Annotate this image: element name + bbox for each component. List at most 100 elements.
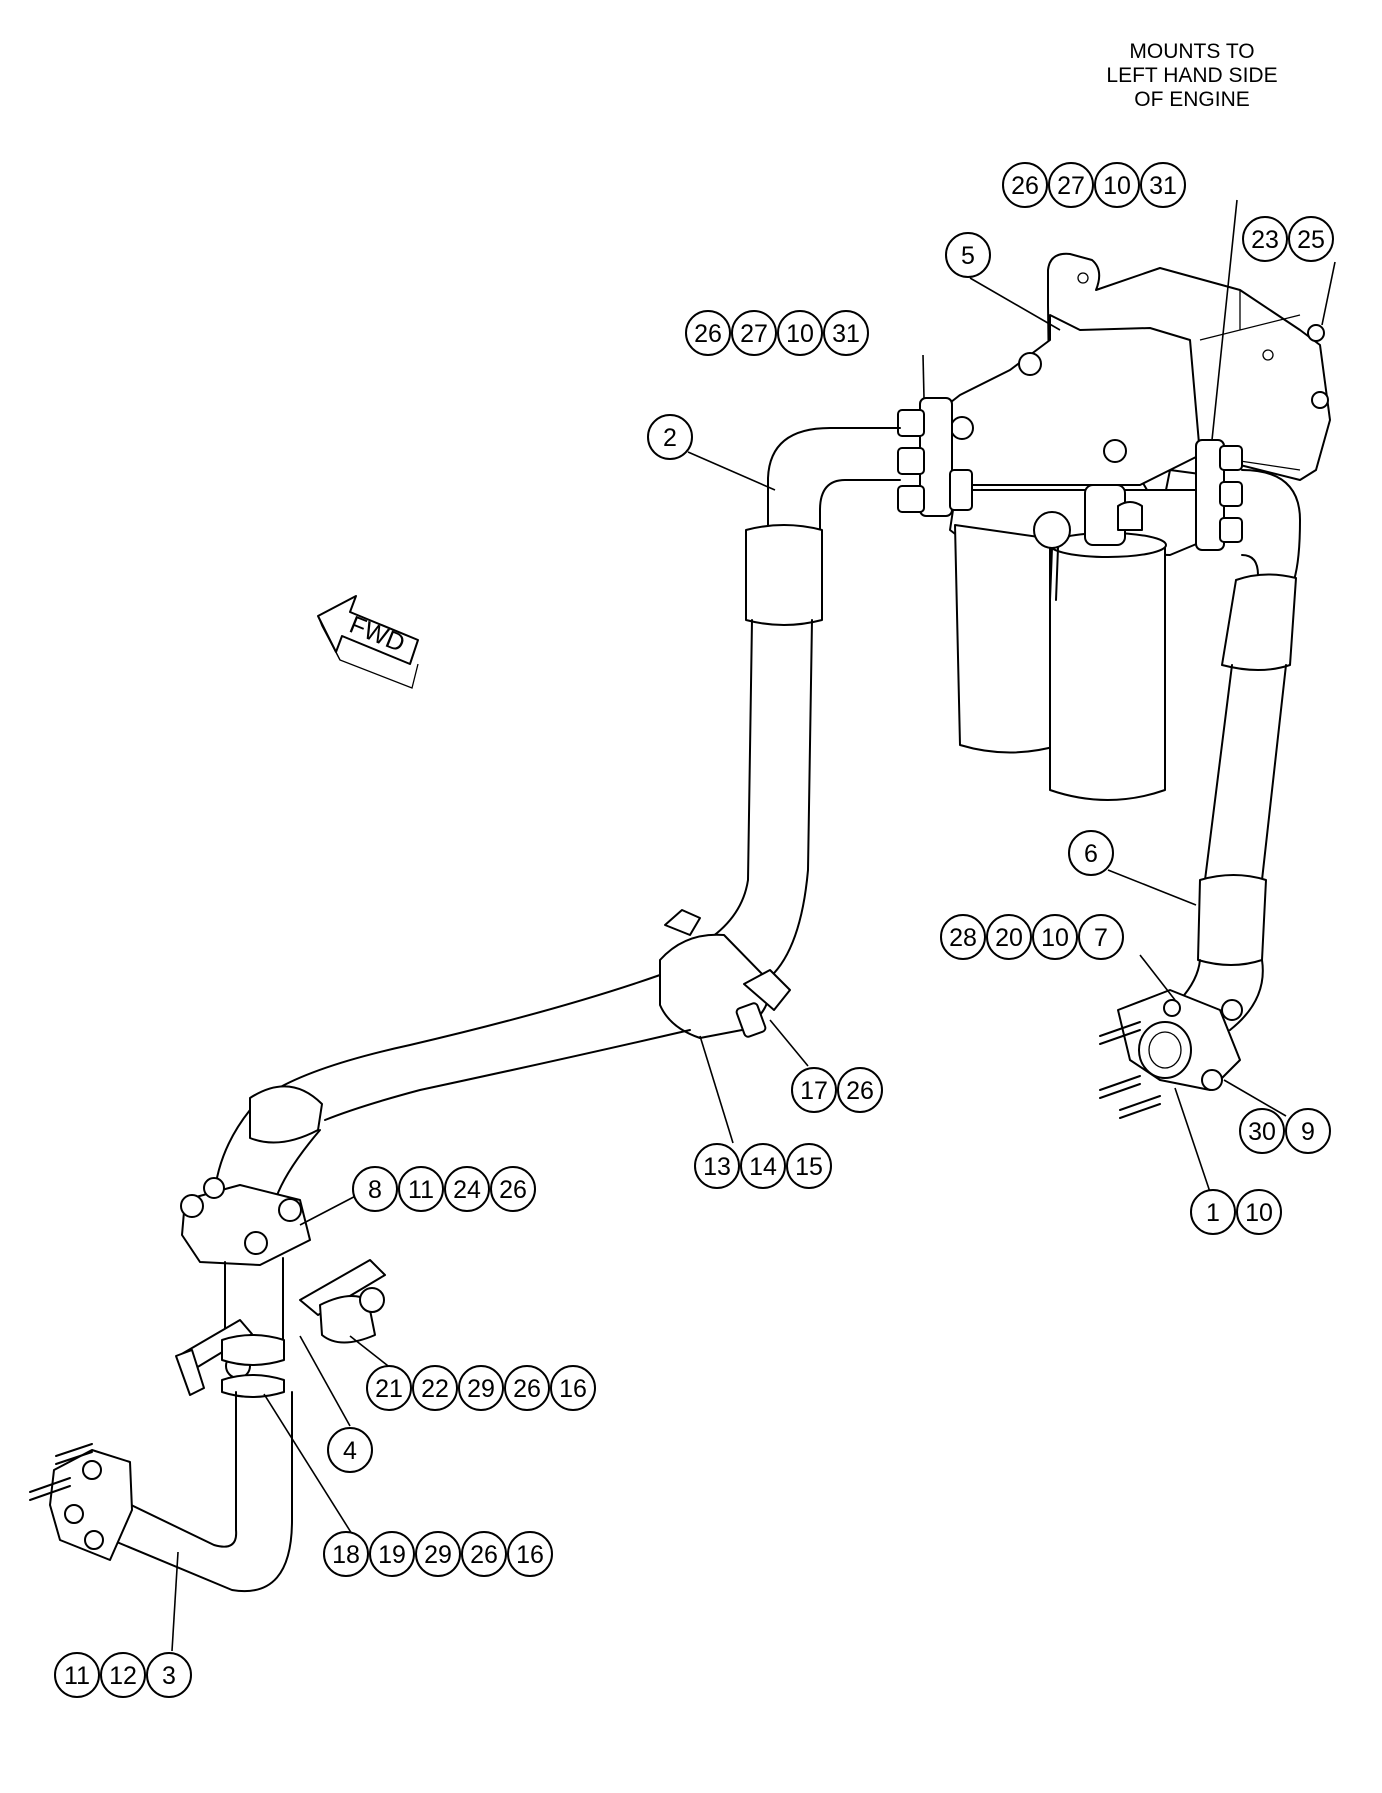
callout-circle xyxy=(352,1166,398,1212)
callout-number: 13 xyxy=(703,1153,731,1181)
callout-circle xyxy=(1002,162,1048,208)
callout-number: 18 xyxy=(332,1541,360,1569)
mounting-bracket xyxy=(923,252,1331,496)
callout-circle xyxy=(1078,914,1124,960)
callout-number: 16 xyxy=(559,1375,587,1403)
callout-balloon: 24 xyxy=(444,1166,490,1212)
callout-circle xyxy=(940,914,986,960)
callout-number: 9 xyxy=(1301,1118,1315,1146)
callout-circle xyxy=(1242,216,1288,262)
callout-balloon: 6 xyxy=(1068,830,1114,876)
callout-number: 27 xyxy=(1057,172,1085,200)
callout-circle xyxy=(369,1531,415,1577)
callout-number: 26 xyxy=(846,1077,874,1105)
callout-number: 26 xyxy=(470,1541,498,1569)
callout-number: 31 xyxy=(832,320,860,348)
callout-number: 16 xyxy=(516,1541,544,1569)
callout-number: 11 xyxy=(64,1662,90,1690)
callout-circle xyxy=(415,1531,461,1577)
callout-circle xyxy=(823,310,869,356)
callout-balloon: 19 xyxy=(369,1531,415,1577)
callout-circle xyxy=(490,1166,536,1212)
callout-group-30-9: 30 9 xyxy=(1239,1108,1331,1154)
clamp-supports xyxy=(175,1259,386,1398)
callout-balloon: 29 xyxy=(415,1531,461,1577)
callout-balloon: 26 xyxy=(461,1531,507,1577)
callout-balloon: 28 xyxy=(940,914,986,960)
callout-number: 21 xyxy=(375,1375,403,1403)
callout-number: 28 xyxy=(949,924,977,952)
mounting-note: MOUNTS TO LEFT HAND SIDE OF ENGINE xyxy=(1106,40,1277,111)
callout-balloon: 11 xyxy=(398,1166,444,1212)
callout-group-2: 2 xyxy=(647,414,693,460)
callout-balloon: 27 xyxy=(731,310,777,356)
callout-balloon: 10 xyxy=(1032,914,1078,960)
callout-number: 22 xyxy=(421,1375,449,1403)
callout-number: 4 xyxy=(343,1437,357,1465)
callout-balloon: 1 xyxy=(1190,1189,1236,1235)
callout-number: 25 xyxy=(1297,226,1325,254)
filter-assembly xyxy=(949,484,1207,801)
callout-group-4: 4 xyxy=(327,1427,373,1473)
callout-circle xyxy=(1068,830,1114,876)
callout-circle xyxy=(647,414,693,460)
callout-circle xyxy=(1236,1189,1282,1235)
callout-circle xyxy=(1048,162,1094,208)
callout-balloon: 27 xyxy=(1048,162,1094,208)
callout-balloon: 14 xyxy=(740,1143,786,1189)
callout-number: 29 xyxy=(467,1375,495,1403)
callout-balloon: 17 xyxy=(791,1067,837,1113)
callout-circle xyxy=(777,310,823,356)
callout-balloon: 13 xyxy=(694,1143,740,1189)
callout-number: 27 xyxy=(740,320,768,348)
callout-balloon: 9 xyxy=(1285,1108,1331,1154)
callout-circle xyxy=(323,1531,369,1577)
filter-flange-left xyxy=(897,397,973,517)
callout-balloon: 30 xyxy=(1239,1108,1285,1154)
note-line-3: OF ENGINE xyxy=(1134,88,1250,111)
callout-number: 7 xyxy=(1094,924,1108,952)
callout-balloon: 2 xyxy=(647,414,693,460)
callout-balloon: 26 xyxy=(504,1365,550,1411)
callout-number: 6 xyxy=(1084,840,1098,868)
callout-balloon: 10 xyxy=(1236,1189,1282,1235)
callout-circle xyxy=(731,310,777,356)
callout-balloon: 7 xyxy=(1078,914,1124,960)
leader-lines xyxy=(171,199,1336,1652)
callout-number: 10 xyxy=(1041,924,1069,952)
callout-balloon: 23 xyxy=(1242,216,1288,262)
callout-number: 19 xyxy=(378,1541,406,1569)
callout-number: 30 xyxy=(1248,1118,1276,1146)
callout-number: 17 xyxy=(800,1077,828,1105)
callout-balloon: 18 xyxy=(323,1531,369,1577)
callout-circle xyxy=(837,1067,883,1113)
callout-balloon: 10 xyxy=(777,310,823,356)
note-line-2: LEFT HAND SIDE xyxy=(1106,64,1277,87)
callout-circle xyxy=(945,232,991,278)
callout-circle xyxy=(327,1427,373,1473)
callout-group-1-10: 1 10 xyxy=(1190,1189,1282,1235)
callout-number: 1 xyxy=(1206,1199,1220,1227)
callout-number: 23 xyxy=(1251,226,1279,254)
filter-flange-right xyxy=(1195,439,1243,551)
tube-lower xyxy=(29,1391,293,1593)
callout-balloon: 8 xyxy=(352,1166,398,1212)
callout-number: 24 xyxy=(453,1176,481,1204)
callout-circle xyxy=(1288,216,1334,262)
fitting-right-lower xyxy=(1099,989,1243,1119)
callout-circle xyxy=(1190,1189,1236,1235)
callout-number: 11 xyxy=(408,1176,434,1204)
callout-circle xyxy=(461,1531,507,1577)
note-line-1: MOUNTS TO xyxy=(1129,40,1254,63)
callout-balloon: 10 xyxy=(1094,162,1140,208)
callout-number: 10 xyxy=(1103,172,1131,200)
